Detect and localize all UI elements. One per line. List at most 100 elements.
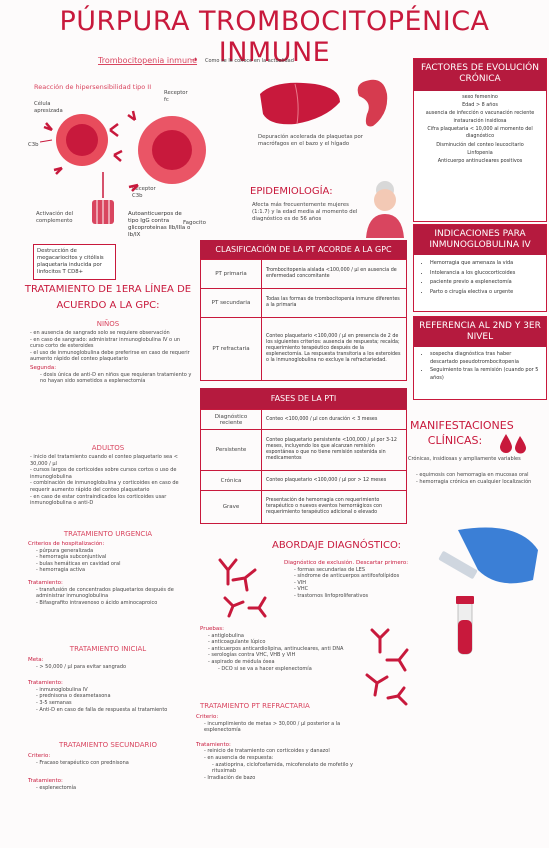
adultos-heading: ADULTOS	[91, 444, 125, 452]
list-item: - en caso de estar contraindicados los c…	[30, 493, 167, 507]
indications-box: INDICACIONES PARA INMUNOGLOBULINA IV Hem…	[413, 224, 547, 312]
diagnosis-heading: ABORDAJE DIAGNÓSTICO:	[272, 540, 402, 551]
phase-key: Persistente	[200, 429, 262, 471]
factor-item: sexo femenino	[462, 94, 498, 100]
inicial-tx-label: Tratamiento:	[28, 680, 63, 687]
referral-box: REFERENCIA AL 2ND Y 3ER NIVEL sospecha d…	[413, 316, 547, 400]
c3b-label: C3b	[28, 142, 39, 148]
phase-text: Conteo plaquetario persistente <100,000 …	[261, 429, 407, 471]
list-item: - reinicio de tratamiento con corticoide…	[204, 748, 330, 755]
list-item: - prednisona o dexametasona	[36, 693, 111, 700]
list-item: - anticoagulante lúpico	[208, 639, 266, 646]
urgencia-crit-label: Criterios de hospitalización:	[28, 541, 105, 547]
factor-item: Disminución del conteo leucocitario	[436, 141, 524, 148]
manifestations-heading: MANIFESTACIONES CLÍNICAS:	[410, 419, 514, 447]
indication-item: Hemorragia que amenaza la vida	[430, 259, 540, 268]
inicial-heading: TRATAMIENTO INICIAL	[69, 645, 147, 653]
antibody-illustration	[218, 558, 267, 618]
fagocito-label: Fagocito	[183, 220, 206, 226]
ninos-seg-label: Segunda:	[30, 364, 57, 371]
inicial-meta-label: Meta:	[28, 657, 44, 663]
phase-text: Conteo plaquetario <100,000 / µl por > 1…	[261, 470, 407, 491]
referral-heading: REFERENCIA AL 2ND Y 3ER NIVEL	[414, 317, 546, 347]
list-item: - cursos largos de corticoides sobre cur…	[30, 467, 177, 480]
classification-table: CLASIFICACIÓN DE LA PT ACORDE A LA GPC P…	[200, 240, 407, 381]
list-item: - formas secundarias de LES	[294, 566, 365, 573]
phase-key: Crónica	[200, 470, 262, 491]
list-item: - hemorragia crónica en cualquier locali…	[416, 478, 532, 485]
list-item: - azatioprina, ciclofosfamida, micofenol…	[212, 761, 354, 775]
refractaria-heading: TRATAMIENTO PT REFRACTARIA	[200, 702, 310, 710]
ninos-list: - en ausencia de sangrado solo se requie…	[30, 330, 192, 385]
receptor-fc-label: Receptor fc	[164, 90, 188, 103]
diagnosis-excl-label: Diagnóstico de exclusión. Descartar prim…	[284, 560, 409, 566]
list-item: - > 50,000 / µl para evitar sangrado	[36, 663, 127, 670]
list-item: - el uso de inmunoglobulina debe preferi…	[30, 349, 190, 363]
list-item: - antiglobulina	[208, 632, 244, 639]
manifestations-text: Crónicas, insidiosas y ampliamente varia…	[408, 456, 521, 462]
refractaria-crit-label: Criterio:	[196, 714, 219, 720]
diagnosis-tests: Pruebas: - antiglobulina - anticoagulant…	[200, 626, 350, 672]
phase-text: Conteo <100,000 / µl con duración < 3 me…	[261, 409, 407, 430]
list-item: - Irradiación de bazo	[204, 774, 256, 781]
liver-spleen-illustration	[260, 79, 388, 127]
megakaryocytes-note: Destrucción de megacariocitos y citólisi…	[33, 244, 116, 280]
secundario-heading: TRATAMIENTO SECUNDARIO	[58, 741, 157, 749]
table-row: PT primaria Trombocitopenia aislada <100…	[200, 259, 407, 289]
inicial-block: Meta: - > 50,000 / µl para evitar sangra…	[28, 657, 188, 713]
classification-heading: CLASIFICACIÓN DE LA PT ACORDE A LA GPC	[200, 240, 407, 259]
list-item: - incumplimiento de metas > 30,000 / µl …	[204, 720, 341, 734]
list-item: - inicio del tratamiento cuando el conte…	[30, 454, 178, 467]
table-row: PT secundaria Todas las formas de trombo…	[200, 288, 407, 318]
classification-key: PT secundaria	[200, 288, 262, 318]
list-item: - 3-5 semanas	[36, 699, 72, 706]
table-row: PT refractaria Conteo plaquetario <100,0…	[200, 317, 407, 381]
list-item: - Anti-D en caso de falla de respuesta a…	[36, 706, 168, 713]
adultos-list: - inicio del tratamiento cuando el conte…	[30, 454, 192, 507]
immune-mechanism-illustration	[40, 110, 206, 224]
list-item: - síndrome de anticuerpos antifosfolípid…	[294, 573, 400, 580]
list-item: - combinación de inmunoglobulina y corti…	[30, 480, 179, 493]
list-item: - Bifasgrafito intravenoso o ácido amino…	[36, 599, 158, 606]
table-row: Crónica Conteo plaquetario <100,000 / µl…	[200, 470, 407, 491]
referral-item: Seguimiento tras la remisión (cuando por…	[430, 367, 540, 382]
arrow-icon: ➝	[190, 55, 198, 65]
list-item: - dosis única de anti-D en niños que req…	[40, 371, 192, 385]
factor-item: ausencia de infección o vacunación recie…	[425, 110, 535, 117]
classification-text: Trombocitopenia aislada <100,000 / µl en…	[261, 259, 407, 289]
blood-drop-icon	[500, 434, 526, 454]
factors-box: FACTORES DE EVOLUCIÓN CRÓNICA sexo femen…	[413, 58, 547, 222]
epidemiology-text: Afecta más frecuentemente mujeres (1:1.7…	[252, 202, 358, 222]
urgencia-heading: TRATAMIENTO URGENCIA	[63, 530, 153, 538]
classification-text: Todas las formas de trombocitopenia inmu…	[261, 288, 407, 318]
list-item: - VHC	[294, 586, 309, 593]
secundario-block: Criterio: - Fracaso terapéutico con pred…	[28, 753, 188, 791]
autoantibodies-note: Autoanticuerpos de tipo IgG contra glico…	[128, 211, 191, 238]
table-row: Grave Presentación de hemorragia con req…	[200, 490, 407, 524]
phases-table: FASES DE LA PTI Diagnóstico reciente Con…	[200, 388, 407, 524]
diagnosis-tests-label: Pruebas:	[200, 626, 224, 632]
list-item: - hemorragia activa	[36, 567, 86, 574]
urgencia-tx-label: Tratamiento:	[28, 579, 63, 586]
antibody-illustration	[365, 628, 409, 706]
indications-heading: INDICACIONES PARA INMUNOGLOBULINA IV	[414, 225, 546, 255]
classification-text: Conteo plaquetario <100,000 / µl en pres…	[261, 317, 407, 381]
table-row: Persistente Conteo plaquetario persisten…	[200, 429, 407, 471]
indication-item: paciente previo a esplenectomía	[430, 278, 540, 287]
spleen-note: Depuración acelerada de plaquetas por ma…	[258, 134, 363, 147]
refractaria-block: Criterio: - incumplimiento de metas > 30…	[196, 714, 356, 781]
factor-item: Linfopenia	[467, 149, 493, 156]
list-item: - esplenectomía	[36, 784, 77, 791]
phase-key: Grave	[200, 490, 262, 524]
elderly-woman-illustration	[366, 181, 404, 238]
list-item: - bulas hemáticas en cavidad oral	[36, 560, 121, 567]
list-item: - DCO si se va a hacer esplenectomía	[218, 665, 312, 672]
list-item: - transfusión de concentrados plaquetari…	[36, 586, 174, 600]
urgencia-block: Criterios de hospitalización: - púrpura …	[28, 541, 188, 606]
list-item: - trastornos linfoproliferativos	[294, 592, 369, 599]
diagnosis-exclusion: Diagnóstico de exclusión. Descartar prim…	[284, 560, 414, 600]
factors-heading: FACTORES DE EVOLUCIÓN CRÓNICA	[414, 59, 546, 91]
ninos-heading: NIÑOS	[96, 320, 120, 328]
list-item: - serologías contra VHC, VHB y VIH	[208, 652, 296, 659]
manifestations-list: - equimosis con hemorragia en mucosas or…	[416, 472, 544, 485]
